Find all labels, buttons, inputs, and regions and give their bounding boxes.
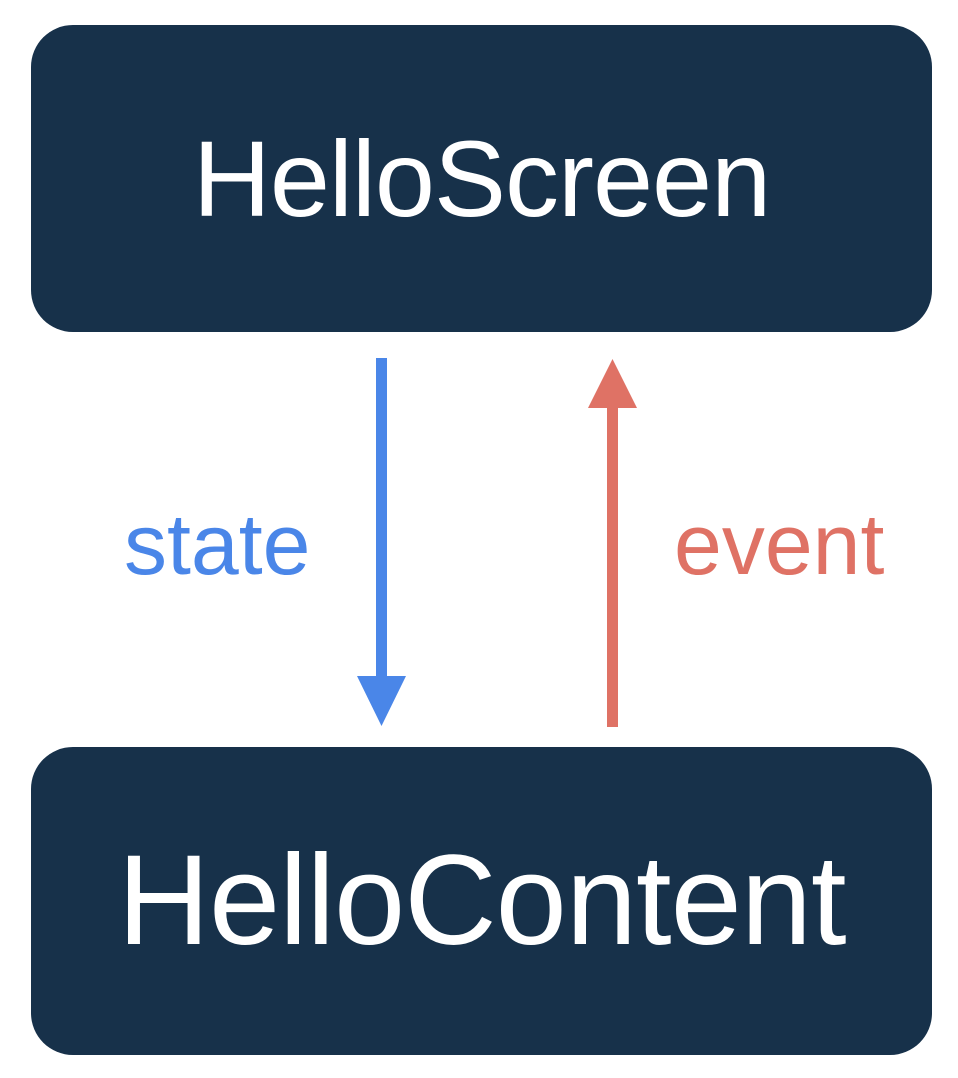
edge-label-state: state (124, 497, 311, 593)
state-arrow-head (357, 676, 406, 726)
state-arrow (357, 358, 406, 726)
node-hello-screen-label: HelloScreen (192, 117, 771, 239)
node-hello-screen[interactable]: HelloScreen (31, 25, 932, 332)
event-arrow-shaft (607, 406, 618, 727)
event-arrow (588, 359, 637, 727)
node-hello-content[interactable]: HelloContent (31, 747, 932, 1055)
node-hello-content-label: HelloContent (117, 829, 847, 972)
state-arrow-shaft (376, 358, 387, 679)
edge-label-event: event (674, 497, 885, 593)
event-arrow-head (588, 359, 637, 408)
